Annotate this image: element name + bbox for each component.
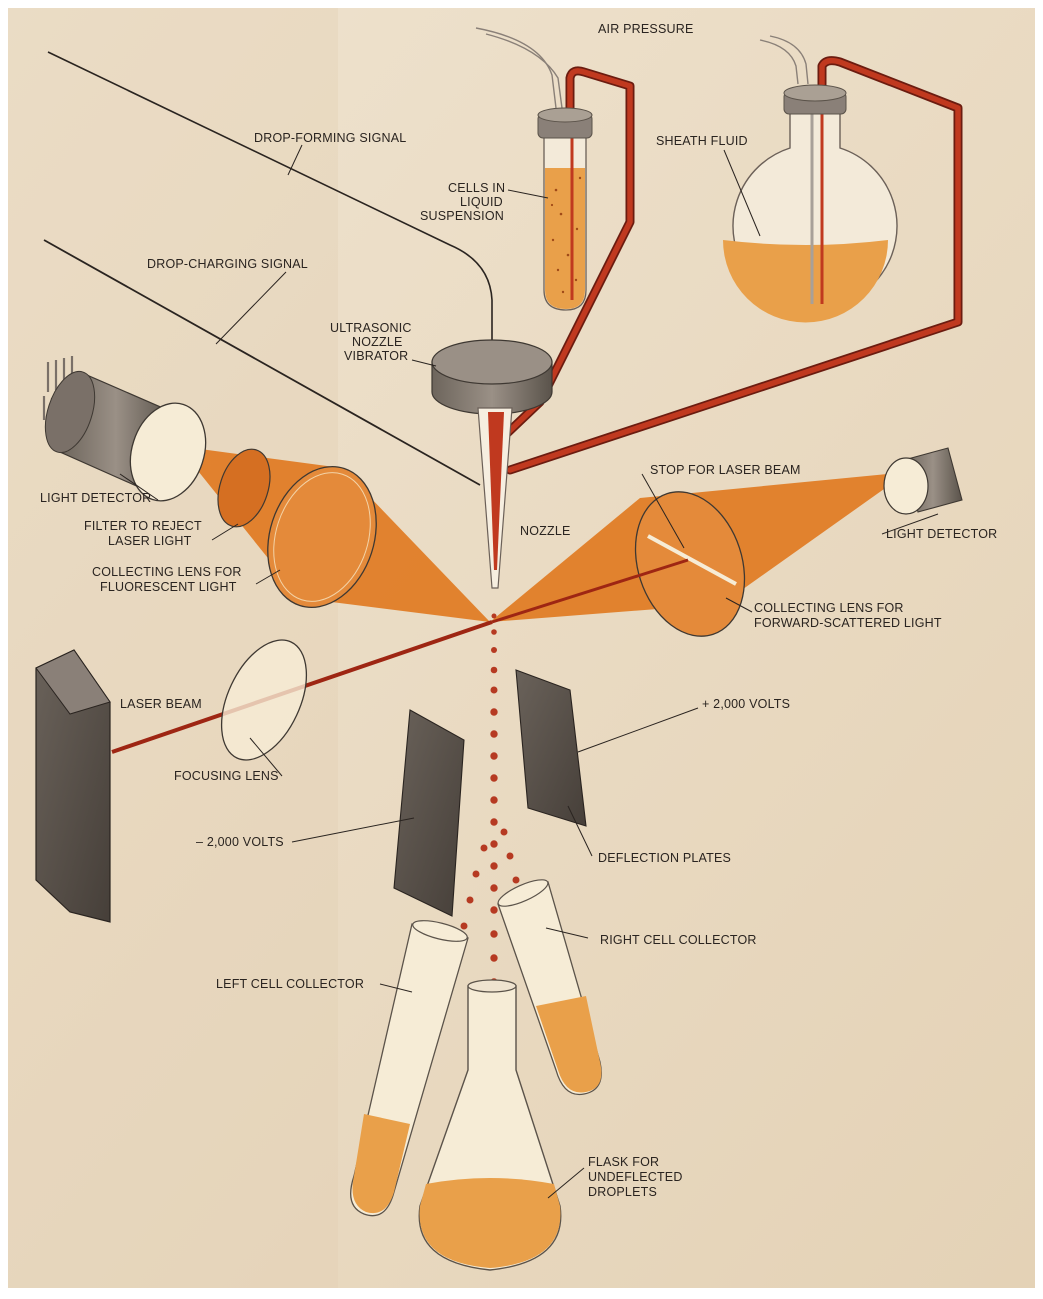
cell-suspension-tube [538,108,592,310]
collecting-fluor-label-2: FLUORESCENT LIGHT [100,580,237,594]
drop-charging-signal-label: DROP-CHARGING SIGNAL [147,257,308,271]
flask-label-2: UNDEFLECTED [588,1170,683,1184]
laser-beam-label: LASER BEAM [120,697,202,711]
left-light-detector-label: LIGHT DETECTOR [40,491,151,505]
collecting-fwd-label-2: FORWARD-SCATTERED LIGHT [754,616,942,630]
cells-in-label: CELLS IN [448,181,505,195]
minus-volts-label: – 2,000 VOLTS [196,835,284,849]
right-light-detector-label: LIGHT DETECTOR [886,527,997,541]
filter-label-1: FILTER TO REJECT [84,519,202,533]
deflection-plates-label: DEFLECTION PLATES [598,851,731,865]
focusing-lens-label: FOCUSING LENS [174,769,279,783]
suspension-label: SUSPENSION [420,209,504,223]
plus-volts-label: + 2,000 VOLTS [702,697,790,711]
nozzle-label: NOZZLE [520,524,571,538]
sheath-fluid-label: SHEATH FLUID [656,134,748,148]
air-pressure-label: AIR PRESSURE [598,22,693,36]
drop-forming-signal-label: DROP-FORMING SIGNAL [254,131,406,145]
collecting-fwd-label-1: COLLECTING LENS FOR [754,601,904,615]
laser-source [36,650,110,922]
stop-for-laser-beam-label: STOP FOR LASER BEAM [650,463,801,477]
flask-label-1: FLASK FOR [588,1155,659,1169]
left-cell-collector-label: LEFT CELL COLLECTOR [216,977,364,991]
filter-label-2: LASER LIGHT [108,534,192,548]
ultrasonic-nozzle-vibrator [432,340,552,414]
flask-label-3: DROPLETS [588,1185,657,1199]
collecting-fluor-label-1: COLLECTING LENS FOR [92,565,242,579]
right-cell-collector-label: RIGHT CELL COLLECTOR [600,933,757,947]
liquid-label: LIQUID [460,195,503,209]
vibrator-label: VIBRATOR [344,349,408,363]
ultrasonic-label: ULTRASONIC [330,321,412,335]
nozzle-word-label: NOZZLE [352,335,403,349]
